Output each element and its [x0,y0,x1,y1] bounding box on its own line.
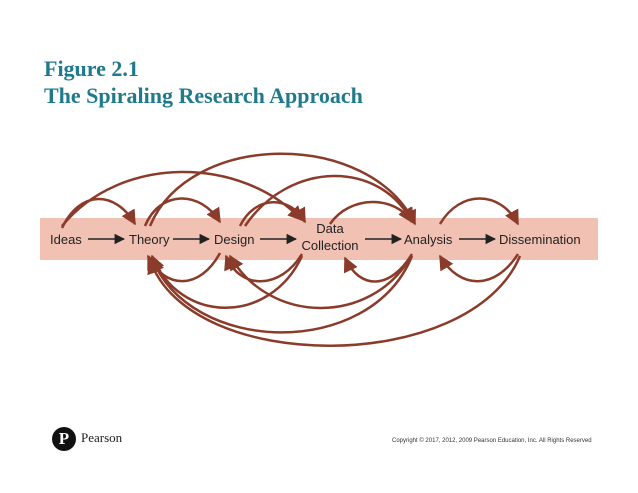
arc-dissemination-analysis [438,253,520,283]
stage-collection: Collection [301,238,358,253]
arc-design-data [238,201,307,227]
arc-design-analysis [243,174,414,227]
arc-analysis-theory [149,255,414,334]
stage-analysis: Analysis [404,232,453,247]
publisher-name: Pearson [81,430,123,445]
spiral-diagram-svg: Ideas Theory Design Data Collection Anal… [40,152,598,347]
spiral-diagram: Ideas Theory Design Data Collection Anal… [40,150,598,365]
upper-arcs [60,152,520,229]
stage-ideas: Ideas [50,232,82,247]
stage-dissemination: Dissemination [499,232,581,247]
copyright-notice: Copyright © 2017, 2012, 2009 Pearson Edu… [392,438,592,444]
lower-arcs [146,252,522,347]
arc-theory-analysis [148,152,417,227]
stage-labels: Ideas Theory Design Data Collection Anal… [50,221,581,253]
arc-theory-design [143,197,222,227]
figure-title: The Spiraling Research Approach [44,83,363,108]
arc-data-analysis [328,200,414,225]
arc-analysis-dissemination [438,197,520,226]
footer: P Pearson Copyright © 2017, 2012, 2009 P… [0,425,638,455]
arc-data-theory [150,254,304,309]
stage-theory: Theory [129,232,170,247]
slide-title: Figure 2.1 The Spiraling Research Approa… [44,55,363,109]
arc-ideas-data [61,170,304,227]
figure-number: Figure 2.1 [44,56,139,81]
arc-dissemination-theory [147,255,522,347]
stage-data: Data [316,221,344,236]
pearson-logo-icon: P [52,427,76,451]
stage-design: Design [214,232,254,247]
arc-analysis-design [228,254,412,310]
